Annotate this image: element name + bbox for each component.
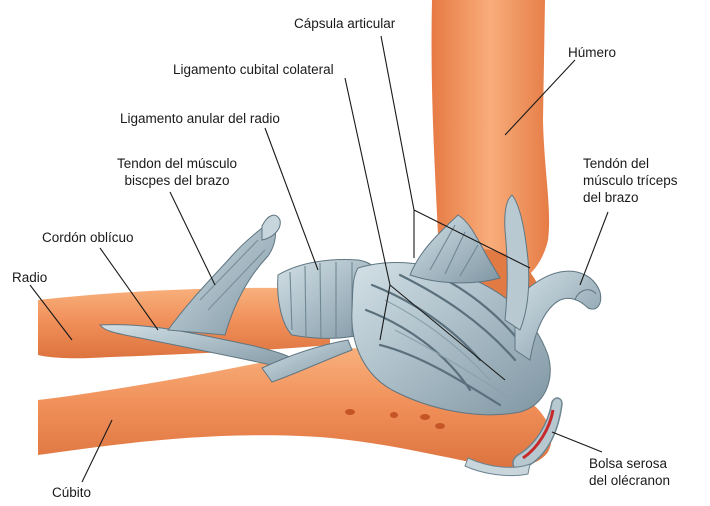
label-humero: Húmero — [568, 44, 616, 61]
leader-triceps — [580, 212, 608, 285]
label-ligamento-cubital-colateral: Ligamento cubital colateral — [173, 61, 334, 78]
leader-anular — [265, 128, 318, 270]
leader-cubital — [345, 78, 390, 285]
label-cordon-obliquo: Cordón oblícuo — [42, 229, 134, 246]
label-tendon-biceps: Tendon del músculo biscpes del brazo — [82, 155, 272, 189]
label-ligamento-anular: Ligamento anular del radio — [120, 110, 280, 127]
leader-capsula — [381, 36, 414, 210]
label-bolsa-serosa: Bolsa serosa del olécranon — [589, 455, 670, 489]
label-capsula-articular: Cápsula articular — [294, 15, 395, 32]
label-tendon-triceps: Tendón del músculo tríceps del brazo — [583, 155, 678, 206]
leader-biceps — [170, 192, 215, 285]
leader-bolsa — [552, 432, 602, 452]
label-cubito: Cúbito — [52, 484, 91, 501]
label-radio: Radio — [12, 269, 47, 286]
